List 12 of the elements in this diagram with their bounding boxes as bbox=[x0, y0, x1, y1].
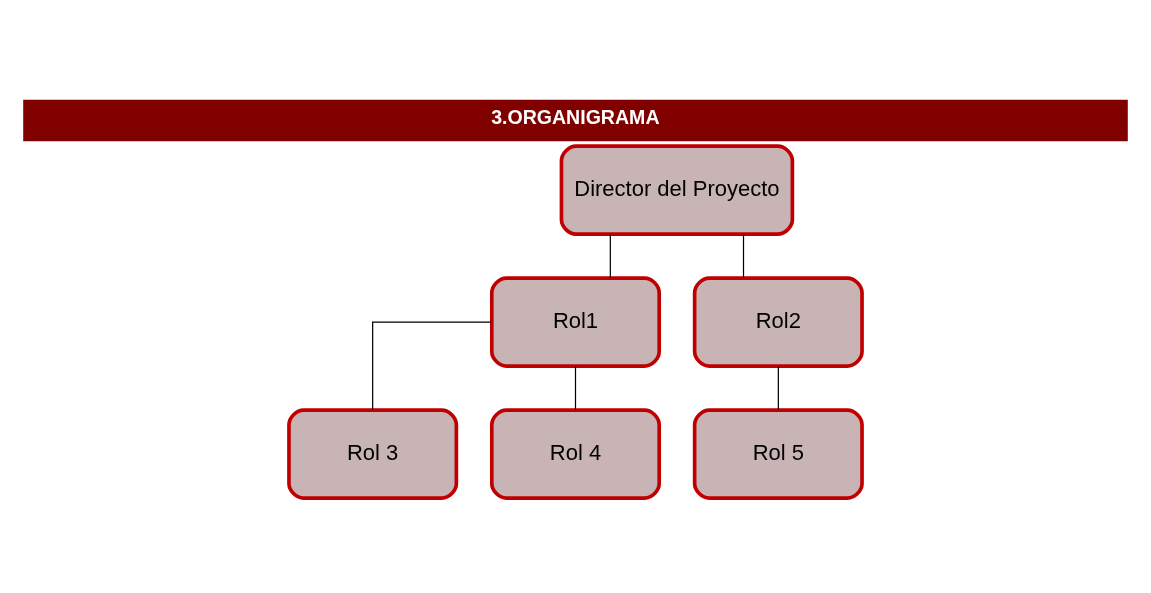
node-box: Director del Proyecto bbox=[559, 144, 795, 236]
connector bbox=[609, 233, 611, 279]
node-box: Rol2 bbox=[692, 276, 864, 368]
connector bbox=[742, 233, 745, 279]
connector bbox=[372, 321, 492, 411]
diagram-title: 3.ORGANIGRAMA bbox=[491, 105, 660, 128]
node-box: Rol1 bbox=[489, 276, 662, 368]
node-box: Rol 3 bbox=[287, 408, 459, 500]
connector bbox=[777, 365, 779, 411]
connector bbox=[574, 365, 577, 411]
node-box: Rol 5 bbox=[692, 408, 864, 500]
node-box: Rol 4 bbox=[489, 408, 662, 500]
